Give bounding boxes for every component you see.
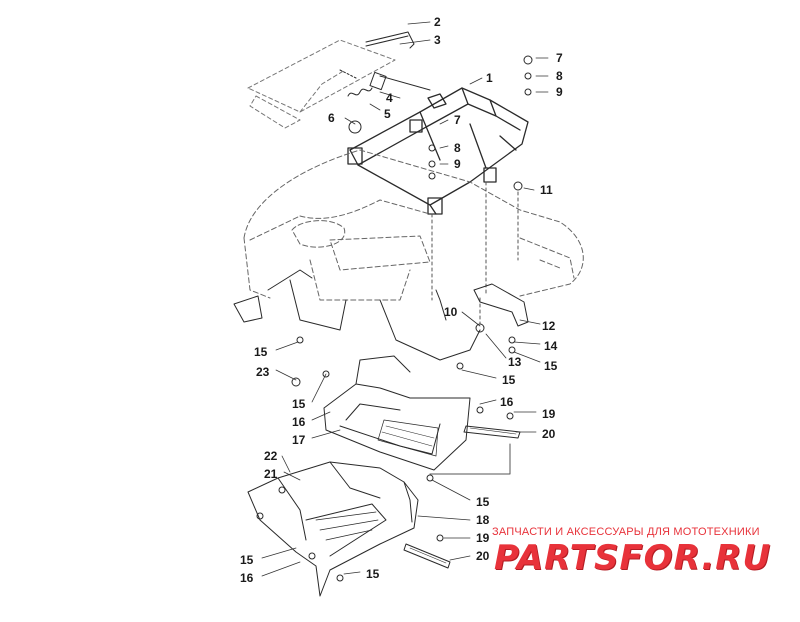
- footrest-upper: [463, 425, 521, 439]
- callout-20-lower: 20: [476, 549, 490, 563]
- bracket-line: [429, 443, 511, 475]
- callout-7-top: 7: [556, 51, 563, 65]
- inner-fender: [233, 269, 481, 361]
- callout-23: 23: [256, 365, 270, 379]
- callout-4: 4: [386, 91, 393, 105]
- callout-15-left: 15: [254, 345, 268, 359]
- callout-9-mid: 9: [454, 157, 461, 171]
- mount-bracket: [473, 283, 529, 354]
- callout-8-mid: 8: [454, 141, 461, 155]
- dashed-guides: [431, 181, 519, 325]
- callout-18: 18: [476, 513, 490, 527]
- callout-11: 11: [540, 183, 553, 197]
- callout-3: 3: [434, 33, 441, 47]
- callout-17: 17: [292, 433, 306, 447]
- callout-15-center: 15: [502, 373, 516, 387]
- grommet: [348, 120, 362, 134]
- callout-15-footwell: 15: [292, 397, 306, 411]
- bolt-stack-center: [428, 144, 436, 180]
- seat-latch-assembly: [247, 39, 396, 129]
- leader-lines: [261, 21, 549, 577]
- callout-22: 22: [264, 449, 278, 463]
- callout-15-lower: 15: [476, 495, 490, 509]
- callout-19-upper: 19: [542, 407, 556, 421]
- callout-16-left: 16: [292, 415, 306, 429]
- callout-6: 6: [328, 111, 335, 125]
- arrow-line: [379, 75, 431, 91]
- callout-14: 14: [544, 339, 558, 353]
- callout-8-top: 8: [556, 69, 563, 83]
- callout-15-bottom: 15: [366, 567, 380, 581]
- fasteners: [256, 336, 514, 582]
- callout-21: 21: [264, 467, 278, 481]
- bolt-stack-top-right: [523, 55, 533, 96]
- arrow-line: [339, 69, 357, 79]
- callout-16-front: 16: [240, 571, 254, 585]
- callout-15-right: 15: [544, 359, 558, 373]
- latch-spring: [347, 71, 387, 97]
- front-footwell: [247, 461, 419, 597]
- footrest-lower: [403, 543, 451, 569]
- callout-16-right: 16: [500, 395, 514, 409]
- callout-12: 12: [542, 319, 556, 333]
- callout-15-front: 15: [240, 553, 254, 567]
- callout-19-lower: 19: [476, 531, 490, 545]
- callout-7-mid: 7: [454, 113, 461, 127]
- watermark-caption: ЗАПЧАСТИ И АКСЕССУАРЫ ДЛЯ МОТОТЕХНИКИ: [492, 526, 760, 538]
- callout-20-upper: 20: [542, 427, 556, 441]
- callout-1: 1: [486, 71, 493, 85]
- callout-5: 5: [384, 107, 391, 121]
- rear-rack: [347, 87, 529, 215]
- callout-9-top: 9: [556, 85, 563, 99]
- watermark-logo: PARTSFOR.RU: [494, 538, 772, 578]
- callout-10: 10: [444, 305, 458, 319]
- callout-13: 13: [508, 355, 522, 369]
- rear-footwell: [323, 355, 471, 471]
- rear-body: [243, 149, 584, 301]
- latch-pin: [365, 31, 415, 49]
- callout-labels: 2 3 1 4 5 6 7 8 9 7 8 9 11 10 12 13 14 1…: [240, 15, 563, 585]
- callout-2: 2: [434, 15, 441, 29]
- bolt: [513, 181, 523, 191]
